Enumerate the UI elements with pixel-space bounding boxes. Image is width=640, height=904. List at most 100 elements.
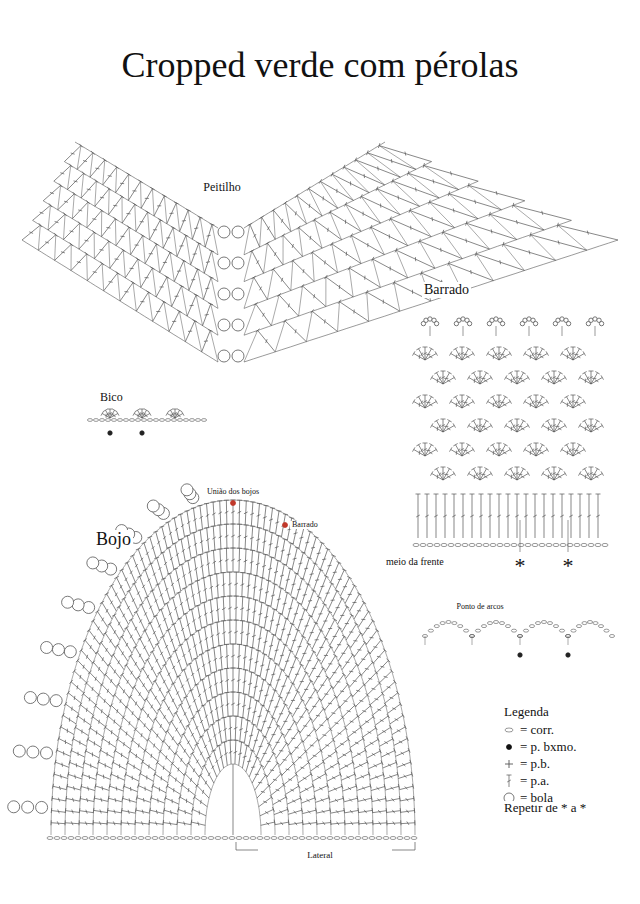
pa-symbol: [292, 244, 293, 248]
pa-symbol: [187, 536, 191, 559]
pa-symbol: [551, 515, 555, 517]
pa-symbol: [166, 411, 169, 415]
pa-symbol: [462, 402, 473, 409]
pa-symbol: [254, 302, 258, 305]
pa-symbol: [310, 573, 314, 575]
pa-symbol: [426, 450, 430, 451]
pa-symbol: [458, 401, 460, 405]
pa-symbol: [503, 443, 507, 446]
pa-symbol: [390, 669, 393, 673]
mesh-line: [283, 235, 284, 264]
pa-symbol: [216, 585, 219, 587]
pa-symbol: [362, 601, 366, 604]
pa-symbol: [365, 739, 378, 747]
pa-symbol: [292, 548, 297, 570]
pa-symbol: [379, 739, 392, 746]
pa-symbol: [55, 762, 69, 767]
pa-symbol: [74, 725, 77, 729]
pa-symbol: [406, 798, 409, 801]
pa-symbol: [145, 244, 156, 264]
pa-symbol: [174, 518, 179, 541]
pa-symbol: [396, 750, 410, 756]
pa-symbol: [191, 594, 194, 597]
mesh-line: [182, 286, 188, 316]
pa-symbol: [488, 515, 492, 517]
pa-symbol: [143, 629, 148, 631]
pa-symbol: [185, 535, 190, 537]
pa-symbol: [577, 443, 581, 446]
pa-symbol: [224, 500, 229, 501]
pa-symbol: [206, 514, 209, 516]
pa-symbol: [504, 423, 507, 427]
pa-symbol: [429, 202, 478, 219]
pa-symbol: [297, 196, 322, 216]
pa-symbol: [517, 474, 528, 481]
pa-symbol: [286, 579, 290, 580]
pa-symbol: [354, 602, 364, 619]
pa-symbol: [143, 646, 145, 649]
pa-symbol: [173, 568, 178, 569]
pa-symbol: [453, 471, 456, 475]
pa-symbol: [315, 579, 319, 581]
pa-symbol: [200, 565, 203, 567]
pa-symbol: [527, 443, 531, 446]
pa-symbol: [481, 378, 485, 379]
pa-symbol: [452, 494, 457, 495]
pa-symbol: [425, 515, 429, 517]
pa-symbol: [252, 251, 264, 273]
pa-symbol: [515, 419, 520, 420]
pa-symbol: [521, 419, 525, 422]
pa-symbol: [71, 821, 73, 825]
pa-symbol: [449, 351, 452, 355]
pa-symbol: [363, 212, 364, 216]
pa-symbol: [393, 680, 396, 684]
pa-symbol: [207, 235, 211, 237]
pa-symbol: [113, 693, 117, 696]
pa-symbol: [574, 450, 578, 451]
pa-symbol: [174, 261, 183, 282]
pa-symbol: [416, 494, 421, 495]
mesh-line: [122, 197, 123, 223]
pa-symbol: [325, 620, 334, 638]
pa-symbol: [479, 515, 483, 517]
pa-symbol: [329, 582, 334, 584]
pa-symbol: [140, 558, 143, 561]
pa-symbol: [188, 546, 191, 549]
pa-symbol: [444, 378, 448, 379]
pa-symbol: [466, 443, 470, 446]
pa-symbol: [452, 515, 456, 517]
pa-symbol: [542, 515, 546, 517]
pa-symbol: [79, 232, 94, 249]
pa-symbol: [165, 588, 168, 591]
pa-symbol: [262, 565, 266, 567]
pa-symbol: [397, 772, 399, 777]
mesh-line: [377, 189, 400, 215]
pa-symbol: [545, 371, 549, 374]
pa-symbol: [127, 590, 132, 592]
pa-symbol: [370, 694, 382, 705]
pa-symbol: [144, 596, 149, 598]
pa-symbol: [456, 355, 457, 359]
pa-symbol: [128, 654, 132, 657]
pa-symbol: [119, 607, 129, 625]
mesh-line: [297, 196, 307, 224]
pa-symbol: [369, 704, 372, 708]
pa-symbol: [365, 668, 369, 670]
pa-symbol: [111, 653, 115, 656]
pa-symbol: [138, 549, 145, 569]
picot-symbol: [599, 321, 603, 325]
pa-symbol: [153, 631, 156, 634]
pa-symbol: [143, 569, 148, 571]
pa-symbol: [257, 528, 259, 552]
chain-symbol: [434, 625, 439, 628]
mesh-line: [103, 160, 105, 185]
pa-symbol: [231, 524, 236, 525]
pa-symbol: [156, 311, 160, 312]
pa-symbol: [267, 226, 269, 230]
pa-symbol: [224, 524, 229, 525]
pa-symbol: [181, 514, 185, 537]
pa-symbol: [157, 558, 163, 579]
pa-symbol: [323, 620, 327, 621]
pa-symbol: [207, 528, 209, 552]
pa-symbol: [217, 500, 222, 501]
